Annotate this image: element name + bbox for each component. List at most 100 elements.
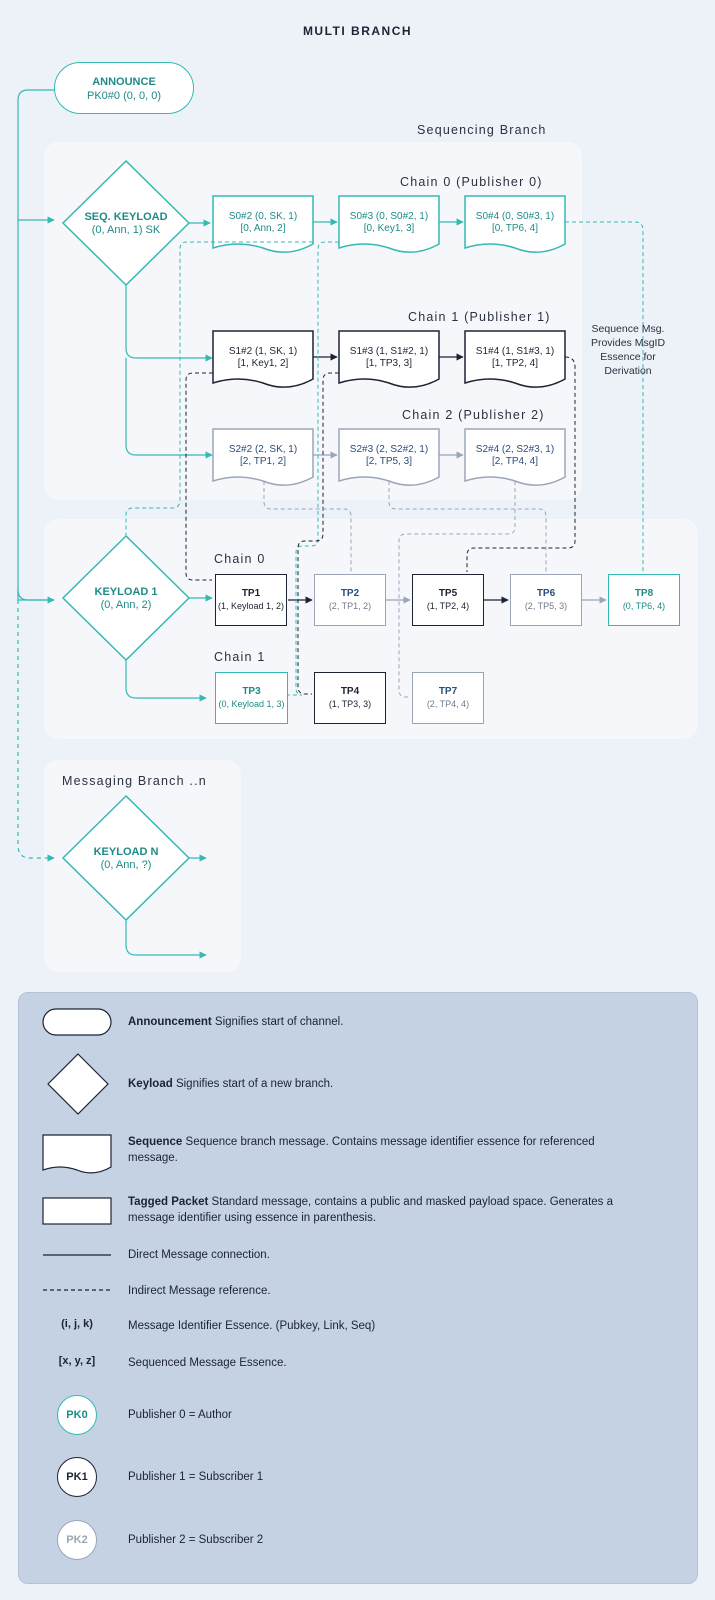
packet-essence: (0, Keyload 1, 3) bbox=[218, 699, 285, 709]
packet-name: TP1 bbox=[241, 588, 261, 599]
legend-xyz-text: Sequenced Message Essence. bbox=[128, 1357, 287, 1369]
seq-msg-line1: S1#2 (1, SK, 1) bbox=[228, 346, 298, 357]
packet-name: TP5 bbox=[438, 588, 458, 599]
seq-msg-line2: [2, TP5, 3] bbox=[366, 456, 412, 467]
seq-msg-line1: S2#2 (2, SK, 1) bbox=[228, 444, 298, 455]
tagged-packet-tp2: TP2 (2, TP1, 2) bbox=[314, 574, 386, 626]
keyload1-essence: (0, Ann, 2) bbox=[100, 599, 152, 611]
legend-indirect-text: Indirect Message reference. bbox=[128, 1285, 271, 1297]
legend-term: Keyload bbox=[128, 1078, 173, 1090]
seq-msg-line1: S0#4 (0, S0#3, 1) bbox=[475, 211, 555, 222]
tagged-packet-tp6: TP6 (2, TP5, 3) bbox=[510, 574, 582, 626]
tagged-packet-tp1: TP1 (1, Keyload 1, 2) bbox=[215, 574, 287, 626]
pk1-text: Publisher 1 = Subscriber 1 bbox=[128, 1471, 264, 1483]
seq-msg-line2: [1, TP2, 4] bbox=[492, 358, 538, 369]
tp-chain1-label: Chain 1 bbox=[214, 650, 266, 664]
pk0-text: Publisher 0 = Author bbox=[128, 1409, 232, 1421]
legend-panel bbox=[18, 992, 698, 1584]
seq-msg-line2: [0, Key1, 3] bbox=[363, 223, 415, 234]
seq-msg-line2: [2, TP1, 2] bbox=[240, 456, 286, 467]
legend-term: Announcement bbox=[128, 1016, 212, 1028]
seq-msg-line2: [0, TP6, 4] bbox=[492, 223, 538, 234]
seq-chain0-shapes bbox=[212, 195, 566, 253]
tagged-packet-tp5: TP5 (1, TP2, 4) bbox=[412, 574, 484, 626]
legend-keyload-text: Keyload Signifies start of a new branch. bbox=[128, 1076, 628, 1092]
packet-essence: (1, TP3, 3) bbox=[328, 699, 372, 709]
keyloadn-label: KEYLOAD N bbox=[93, 846, 159, 858]
announce-node: ANNOUNCE PK0#0 (0, 0, 0) bbox=[54, 62, 194, 114]
keyloadn-essence: (0, Ann, ?) bbox=[100, 859, 152, 871]
legend-desc: Sequence branch message. Contains messag… bbox=[128, 1136, 595, 1164]
seq-keyload-essence: (0, Ann, 1) SK bbox=[91, 224, 161, 236]
seq-msg-s2-2: S2#2 (2, SK, 1)[2, TP1, 2] bbox=[213, 444, 313, 468]
legend-desc: Signifies start of channel. bbox=[211, 1016, 344, 1028]
legend-tagged-shape bbox=[42, 1197, 112, 1225]
legend-tagged-text: Tagged Packet Standard message, contains… bbox=[128, 1194, 618, 1226]
announce-id: PK0#0 (0, 0, 0) bbox=[87, 90, 161, 102]
packet-essence: (2, TP1, 2) bbox=[328, 601, 372, 611]
packet-essence: (0, TP6, 4) bbox=[622, 601, 666, 611]
tp-chain0-label: Chain 0 bbox=[214, 552, 266, 566]
packet-name: TP7 bbox=[438, 686, 458, 697]
announce-label: ANNOUNCE bbox=[92, 76, 156, 88]
seq-msg-line1: S2#3 (2, S2#2, 1) bbox=[349, 444, 429, 455]
seq-msg-s2-4: S2#4 (2, S2#3, 1)[2, TP4, 4] bbox=[465, 444, 565, 468]
packet-name: TP2 bbox=[340, 588, 360, 599]
legend-sequence-shape bbox=[42, 1134, 112, 1174]
keyloadn-node: KEYLOAD N (0, Ann, ?) bbox=[63, 846, 189, 872]
seq-chain1-label: Chain 1 (Publisher 1) bbox=[408, 310, 551, 324]
page-title: MULTI BRANCH bbox=[302, 24, 413, 38]
seq-msg-line2: [1, TP3, 3] bbox=[366, 358, 412, 369]
legend-announcement-text: Announcement Signifies start of channel. bbox=[128, 1014, 628, 1030]
seq-chain2-shapes bbox=[212, 428, 566, 486]
legend-symbols bbox=[42, 1008, 112, 1291]
seq-msg-line2: [2, TP4, 4] bbox=[492, 456, 538, 467]
seq-msg-line1: S1#4 (1, S1#3, 1) bbox=[475, 346, 555, 357]
packet-essence: (2, TP4, 4) bbox=[426, 699, 470, 709]
pk2-badge: PK2 bbox=[57, 1520, 97, 1560]
seq-msg-s0-2: S0#2 (0, SK, 1)[0, Ann, 2] bbox=[213, 211, 313, 235]
pk0-badge: PK0 bbox=[57, 1395, 97, 1435]
seq-keyload-label: SEQ. KEYLOAD bbox=[84, 211, 168, 223]
seq-keyload-branches bbox=[125, 219, 213, 959]
seq-msg-line2: [1, Key1, 2] bbox=[237, 358, 289, 369]
seq-msg-line1: S2#4 (2, S2#3, 1) bbox=[475, 444, 555, 455]
seq-msg-line1: S1#3 (1, S1#2, 1) bbox=[349, 346, 429, 357]
packet-name: TP3 bbox=[242, 686, 261, 697]
legend-keyload-shape bbox=[47, 1053, 109, 1115]
announce-connections bbox=[17, 89, 55, 862]
packet-essence: (2, TP5, 3) bbox=[524, 601, 568, 611]
legend-ijk-symbol: (i, j, k) bbox=[61, 1318, 93, 1330]
seq-msg-s2-3: S2#3 (2, S2#2, 1)[2, TP5, 3] bbox=[339, 444, 439, 468]
seq-msg-line2: [0, Ann, 2] bbox=[240, 223, 286, 234]
legend-desc: Standard message, contains a public and … bbox=[128, 1196, 613, 1224]
legend-desc: Signifies start of a new branch. bbox=[172, 1078, 334, 1090]
packet-name: TP6 bbox=[536, 588, 556, 599]
seq-msg-s1-2: S1#2 (1, SK, 1)[1, Key1, 2] bbox=[213, 346, 313, 370]
sequence-note: Sequence Msg. Provides MsgID Essence for… bbox=[590, 323, 666, 377]
tagged-packet-tp8: TP8 (0, TP6, 4) bbox=[608, 574, 680, 626]
pk1-badge: PK1 bbox=[57, 1457, 97, 1497]
seq-msg-line1: S0#2 (0, SK, 1) bbox=[228, 211, 298, 222]
packet-essence: (1, Keyload 1, 2) bbox=[217, 601, 285, 611]
seq-keyload-node: SEQ. KEYLOAD (0, Ann, 1) SK bbox=[63, 211, 189, 237]
seq-msg-line1: S0#3 (0, S0#2, 1) bbox=[349, 211, 429, 222]
seq-msg-s1-3: S1#3 (1, S1#2, 1)[1, TP3, 3] bbox=[339, 346, 439, 370]
legend-term: Tagged Packet bbox=[128, 1196, 209, 1208]
connections-layer bbox=[17, 89, 644, 959]
keyload1-node: KEYLOAD 1 (0, Ann, 2) bbox=[63, 586, 189, 612]
tagged-packet-tp7: TP7 (2, TP4, 4) bbox=[412, 672, 484, 724]
seq-msg-s1-4: S1#4 (1, S1#3, 1)[1, TP2, 4] bbox=[465, 346, 565, 370]
packet-name: TP8 bbox=[634, 588, 654, 599]
pk2-text: Publisher 2 = Subscriber 2 bbox=[128, 1534, 264, 1546]
packet-essence: (1, TP2, 4) bbox=[426, 601, 470, 611]
seq-msg-s0-3: S0#3 (0, S0#2, 1)[0, Key1, 3] bbox=[339, 211, 439, 235]
legend-sequence-text: Sequence Sequence branch message. Contai… bbox=[128, 1134, 603, 1166]
tagged-packet-tp3: TP3 (0, Keyload 1, 3) bbox=[215, 672, 288, 724]
tagged-packet-tp4: TP4 (1, TP3, 3) bbox=[314, 672, 386, 724]
packet-name: TP4 bbox=[340, 686, 360, 697]
keyload1-label: KEYLOAD 1 bbox=[94, 586, 158, 598]
seq-msg-s0-4: S0#4 (0, S0#3, 1)[0, TP6, 4] bbox=[465, 211, 565, 235]
legend-xyz-symbol: [x, y, z] bbox=[58, 1355, 96, 1367]
sequencing-branch-label: Sequencing Branch bbox=[417, 123, 547, 137]
